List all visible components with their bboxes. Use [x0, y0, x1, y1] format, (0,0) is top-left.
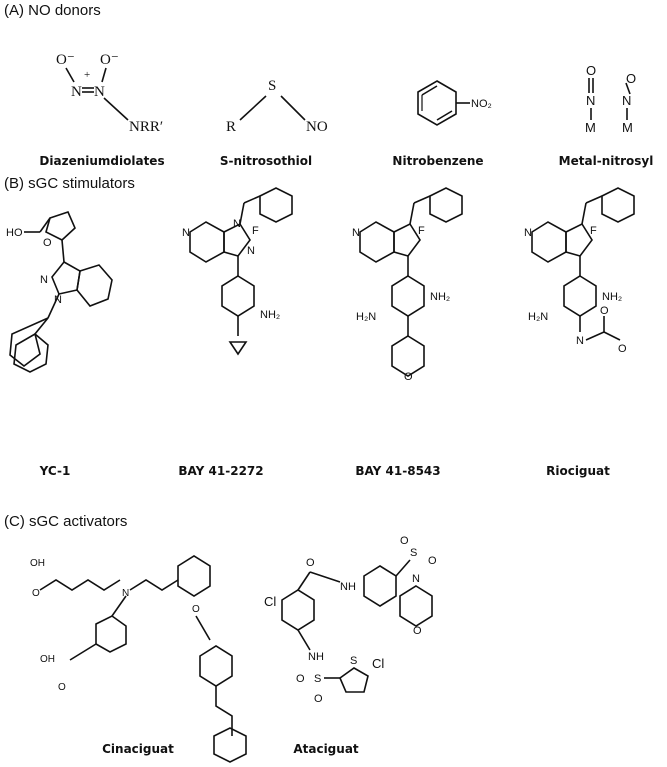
atom-no2: NO₂ [471, 98, 492, 110]
caption-metal-nitrosyl: Metal-nitrosyl [558, 154, 654, 168]
atom-o-c3: O [58, 682, 66, 693]
atom-r: R [226, 119, 236, 135]
metal-nitrosyl-structure: O N M O N M [585, 63, 636, 135]
caption-bay-41-8543: BAY 41-8543 [355, 464, 441, 478]
atom-o-a6: O [314, 693, 323, 705]
section-title-no-donors: (A) NO donors [4, 2, 101, 19]
atom-o-c1: O [32, 588, 40, 599]
atom-f-b1: F [252, 225, 259, 237]
atom-m-1: M [585, 120, 596, 135]
atom-n-b1b: N [233, 218, 241, 230]
atom-plus: + [84, 69, 90, 81]
atom-o-a2: O [400, 535, 409, 547]
atom-oh-c1: OH [30, 558, 45, 569]
atom-o-a3: O [428, 555, 437, 567]
atom-o-2: O [626, 71, 636, 86]
atom-nh2-b2: NH₂ [430, 291, 450, 303]
atom-o-minus-2: O⁻ [100, 52, 119, 68]
section-title-sgc-stimulators: (B) sGC stimulators [4, 175, 135, 192]
atom-n-3: N [586, 93, 595, 108]
diazeniumdiolate-structure: O⁻ O⁻ + N N NRR′ [56, 52, 163, 135]
atom-s-a1: S [410, 547, 417, 559]
atom-n-r1: N [524, 227, 532, 239]
atom-n-r2: N [576, 335, 584, 347]
atom-s-a2: S [314, 673, 321, 685]
section-title-sgc-activators: (C) sGC activators [4, 513, 128, 530]
atom-n-4: N [622, 93, 631, 108]
atom-cl-a2: Cl [372, 656, 384, 671]
atom-s: S [268, 78, 276, 94]
atom-nh2-b1: NH₂ [260, 309, 280, 321]
cinaciguat-structure: OH O N O OH O [30, 555, 247, 763]
atom-o-yc1: O [43, 237, 52, 249]
caption-diazeniumdiolates: Diazeniumdiolates [39, 154, 165, 168]
caption-riociguat: Riociguat [546, 464, 610, 478]
s-nitrosothiol-structure: R S NO [226, 78, 328, 135]
bay-41-2272-structure: N N N F NH₂ [182, 187, 293, 356]
nitrobenzene-structure: NO₂ [417, 80, 492, 126]
atom-nh-a2: NH [308, 651, 324, 663]
caption-nitrobenzene: Nitrobenzene [392, 154, 484, 168]
atom-o-r2: O [618, 343, 627, 355]
atom-f-r: F [590, 225, 597, 237]
atom-n-c1: N [122, 588, 129, 599]
atom-n-b1a: N [182, 227, 190, 239]
atom-o-minus-1: O⁻ [56, 52, 75, 68]
atom-m-2: M [622, 120, 633, 135]
atom-f-b2: F [418, 225, 425, 237]
atom-nh-a1: NH [340, 581, 356, 593]
atom-h2n-r: H₂N [528, 311, 548, 323]
atom-o-r1: O [600, 305, 609, 317]
riociguat-structure: N F NH₂ H₂N N O O [524, 187, 635, 355]
atom-nh2-r: NH₂ [602, 291, 622, 303]
atom-cl-a1: Cl [264, 594, 276, 609]
atom-n-yc1-a: N [40, 274, 48, 286]
atom-n-2: N [94, 84, 105, 100]
atom-h2n-b2: H₂N [356, 311, 376, 323]
caption-s-nitrosothiol: S-nitrosothiol [219, 154, 313, 168]
atom-oh-c2: OH [40, 654, 55, 665]
caption-bay-41-2272: BAY 41-2272 [178, 464, 264, 478]
atom-n-yc1-b: N [54, 294, 62, 306]
atom-n-b2a: N [352, 227, 360, 239]
atom-o-a1: O [306, 557, 315, 569]
atom-o-a4: O [413, 625, 422, 637]
bay-41-8543-structure: N F NH₂ H₂N O [352, 187, 463, 383]
atom-s-a3: S [350, 655, 357, 667]
atom-o-b2: O [404, 371, 413, 383]
yc1-structure: HO O N N [6, 211, 113, 373]
caption-yc1: YC-1 [39, 464, 71, 478]
atom-o-c2: O [192, 604, 200, 615]
caption-cinaciguat: Cinaciguat [102, 742, 174, 756]
caption-ataciguat: Ataciguat [293, 742, 359, 756]
atom-nrr: NRR′ [129, 119, 163, 135]
atom-n-1: N [71, 84, 82, 100]
atom-o-1: O [586, 63, 596, 78]
ataciguat-structure: Cl O NH S O O N O NH S O O S Cl [264, 535, 437, 705]
atom-n-a1: N [412, 573, 420, 585]
atom-n-b1c: N [247, 245, 255, 257]
atom-ho-yc1: HO [6, 227, 23, 239]
atom-no: NO [306, 119, 328, 135]
atom-o-a5: O [296, 673, 305, 685]
